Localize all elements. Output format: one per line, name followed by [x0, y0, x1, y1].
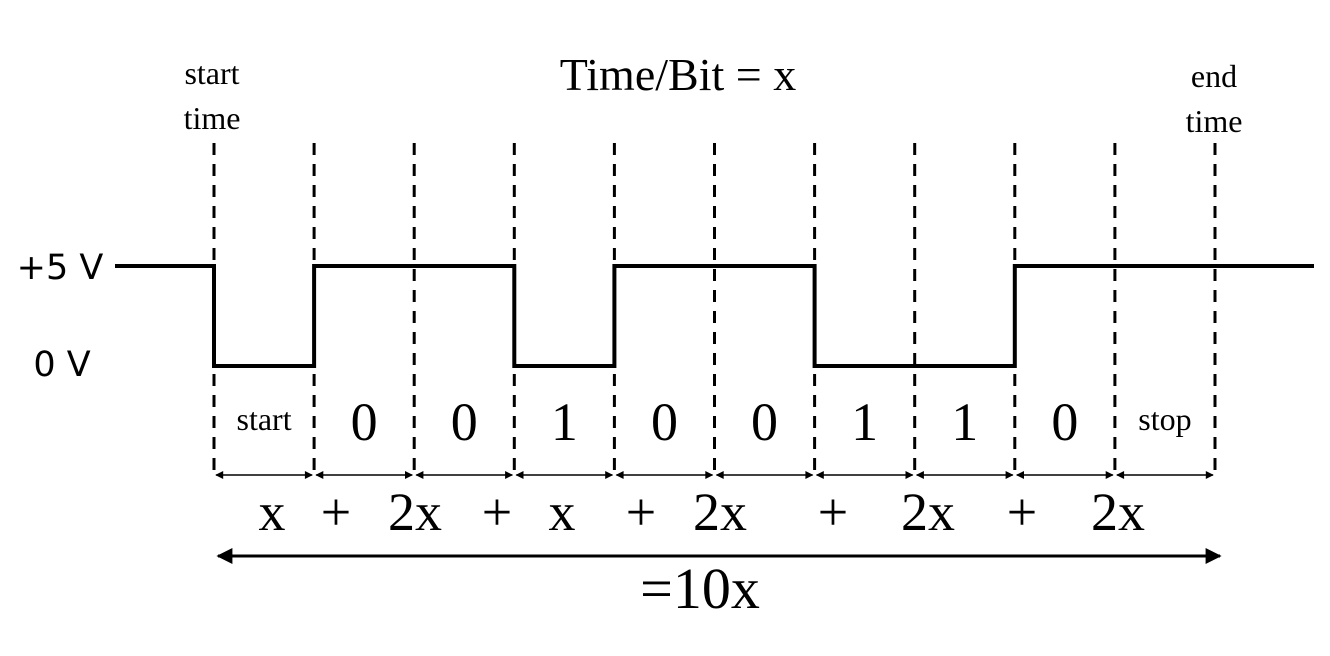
bit-label: 0: [751, 392, 778, 452]
bit-label: stop: [1138, 401, 1191, 437]
bit-label: 0: [651, 392, 678, 452]
end-time-label-line1: end: [1191, 58, 1237, 94]
voltage-low-label: 0 V: [33, 345, 90, 385]
plus-sign: +: [321, 482, 351, 542]
segment-term: 2x: [388, 482, 442, 542]
bit-label: 1: [951, 392, 978, 452]
bit-label: start: [237, 401, 292, 437]
bit-labels: start 0 0 1 0 0 1 1 0 stop: [237, 392, 1192, 452]
plus-sign: +: [626, 482, 656, 542]
segment-term: x: [259, 482, 286, 542]
total-duration-label: =10x: [640, 556, 760, 621]
diagram-title: Time/Bit = x: [560, 49, 796, 100]
segment-term: 2x: [901, 482, 955, 542]
start-time-label-line2: time: [184, 100, 241, 136]
bit-label: 0: [351, 392, 378, 452]
plus-sign: +: [1007, 482, 1037, 542]
bit-label: 0: [1051, 392, 1078, 452]
plus-sign: +: [818, 482, 848, 542]
segment-term: 2x: [1091, 482, 1145, 542]
signal-waveform: [115, 264, 1314, 368]
bit-boundary-lines: [212, 143, 1217, 478]
plus-sign: +: [482, 482, 512, 542]
voltage-high-label: +5 V: [17, 248, 104, 288]
end-time-label-line2: time: [1186, 103, 1243, 139]
bit-label: 1: [551, 392, 578, 452]
segment-sum-labels: x +2x + x +2x +2x +2x: [259, 482, 1146, 542]
segment-term: x: [549, 482, 576, 542]
bit-label: 0: [451, 392, 478, 452]
segment-term: 2x: [693, 482, 747, 542]
bit-label: 1: [851, 392, 878, 452]
start-time-label-line1: start: [184, 55, 239, 91]
